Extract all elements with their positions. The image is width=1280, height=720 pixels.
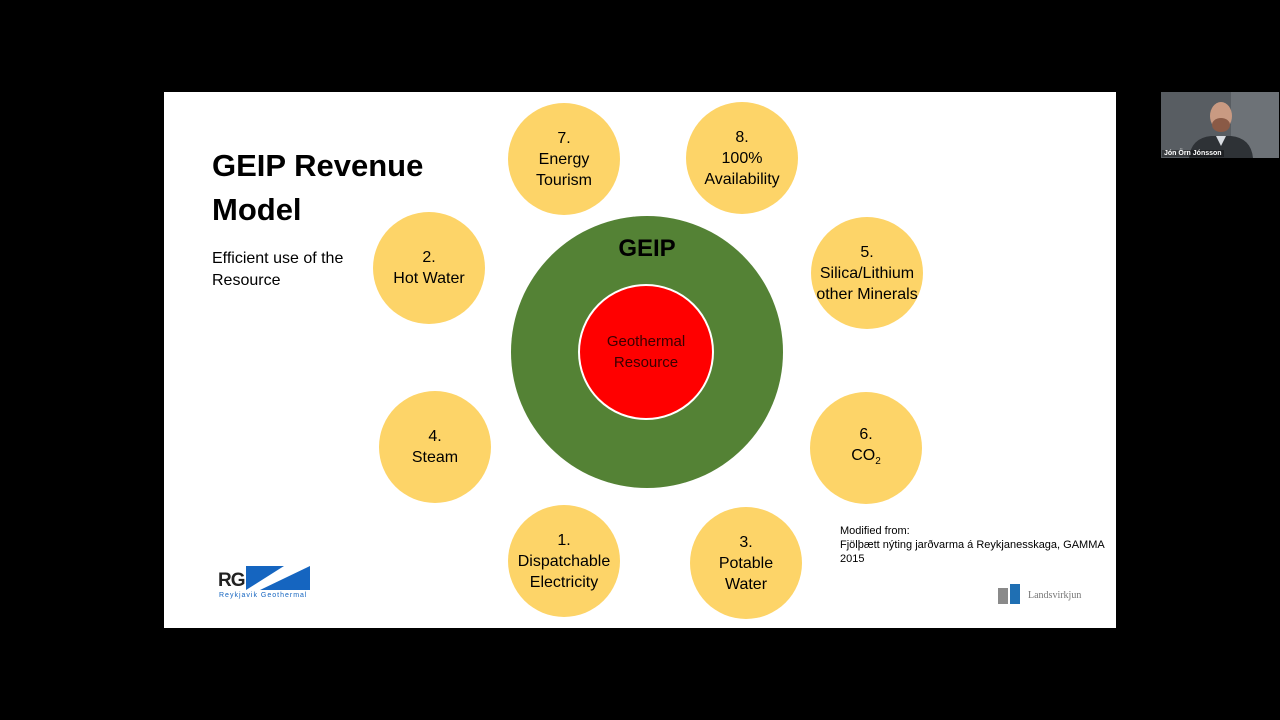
participant-name: Jón Örn Jónsson [1162, 150, 1224, 157]
webcam-thumbnail[interactable]: Jón Örn Jónsson [1161, 92, 1279, 158]
node-number: 5. [860, 243, 874, 261]
rg-wave-icon [246, 566, 310, 590]
node-line: Potable [718, 554, 774, 572]
presentation-slide: GEIP Revenue Model Efficient use of the … [164, 92, 1116, 628]
node-line: Steam [411, 449, 459, 466]
source-line: Modified from: [840, 525, 910, 537]
node-line: Dispatchable [517, 552, 611, 570]
node-line: 100% [721, 149, 763, 167]
source-line: Fjölþætt nýting jarðvarma á Reykjanesska… [840, 539, 1105, 551]
node-number: 7. [557, 129, 571, 147]
node-line: other Minerals [816, 285, 918, 303]
landsvirkjun-logo: Landsvirkjun [998, 584, 1098, 606]
node-dispatchable-electricity: 1. Dispatchable Electricity [508, 505, 620, 617]
node-line: Water [724, 575, 768, 593]
node-energy-tourism: 7. Energy Tourism [508, 103, 620, 215]
landsvirkjun-text: Landsvirkjun [1028, 590, 1082, 601]
core-line-2: Resource [613, 354, 679, 371]
node-number: 3. [739, 533, 753, 551]
node-number: 1. [557, 531, 571, 549]
node-number: 6. [859, 425, 873, 443]
landsvirkjun-mark-icon [998, 584, 1020, 604]
reykjavik-geothermal-logo: RG Reykjavik Geothermal [218, 566, 314, 602]
node-line: Availability [704, 170, 780, 188]
node-line: Silica/Lithium [819, 264, 915, 282]
node-line: Electricity [529, 573, 599, 591]
node-potable-water: 3. Potable Water [690, 507, 802, 619]
slide-title: GEIP Revenue Model [212, 148, 424, 227]
node-line: CO2 [851, 445, 881, 472]
rg-letters: RG [218, 570, 245, 591]
core-line-1: Geothermal [606, 333, 686, 350]
co2-subscript: 2 [875, 456, 881, 468]
node-co2: 6. CO2 [810, 392, 922, 504]
node-silica-lithium: 5. Silica/Lithium other Minerals [811, 217, 923, 329]
node-hot-water: 2. Hot Water [373, 212, 485, 324]
source-line: 2015 [840, 553, 865, 565]
node-line: Energy [538, 150, 590, 168]
node-number: 4. [428, 428, 442, 445]
source-citation: Modified from: Fjölþætt nýting jarðvarma… [840, 524, 1110, 566]
node-number: 8. [735, 128, 749, 146]
presenter-video-icon [1161, 92, 1279, 158]
node-number: 2. [422, 249, 436, 266]
slide-subtitle: Efficient use of the Resource [212, 250, 344, 289]
geip-outer-ring: GEIP [511, 216, 783, 488]
rg-caption: Reykjavik Geothermal [219, 592, 308, 599]
node-line: Tourism [535, 171, 592, 189]
co2-main: CO [851, 446, 876, 464]
geip-label: GEIP [618, 235, 676, 262]
geothermal-resource-core: Geothermal Resource [578, 284, 714, 420]
node-line: Hot Water [393, 270, 465, 287]
node-availability: 8. 100% Availability [686, 102, 798, 214]
node-steam: 4. Steam [379, 391, 491, 503]
